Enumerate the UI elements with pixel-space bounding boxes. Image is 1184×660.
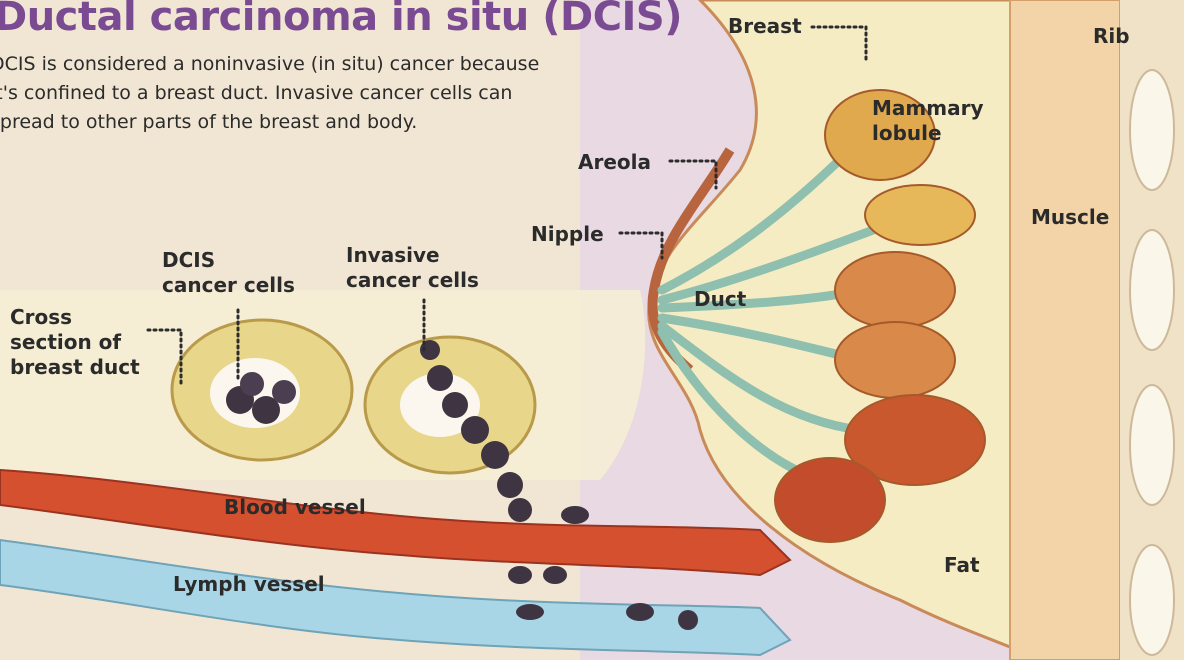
label-areola: Areola	[578, 150, 651, 175]
cancer-cell	[427, 365, 453, 391]
label-lymph-vessel: Lymph vessel	[173, 572, 325, 597]
dcis-duct-cross-section	[172, 320, 352, 460]
label-line: breast duct	[10, 355, 140, 380]
intro-line: DCIS is considered a noninvasive (in sit…	[0, 50, 580, 79]
rib-segment	[1130, 385, 1174, 505]
label-dcis-cells: DCIS cancer cells	[162, 248, 295, 298]
label-rib: Rib	[1093, 24, 1130, 49]
invasive-duct-cross-section	[365, 337, 535, 522]
lobule	[835, 322, 955, 398]
lobule	[775, 458, 885, 542]
intro-text: DCIS is considered a noninvasive (in sit…	[0, 50, 580, 137]
label-line: cancer cells	[346, 268, 479, 293]
cancer-cell	[678, 610, 698, 630]
label-fat: Fat	[944, 553, 980, 578]
label-nipple: Nipple	[531, 222, 604, 247]
label-line: Cross	[10, 305, 140, 330]
cancer-cell	[626, 603, 654, 621]
cancer-cell	[240, 372, 264, 396]
label-line: Invasive	[346, 243, 479, 268]
intro-line: it's confined to a breast duct. Invasive…	[0, 79, 580, 108]
lobule	[835, 252, 955, 328]
cancer-cell	[442, 392, 468, 418]
lobule	[865, 185, 975, 245]
label-cross-section: Cross section of breast duct	[10, 305, 140, 380]
cancer-cell	[481, 441, 509, 469]
label-blood-vessel: Blood vessel	[224, 495, 366, 520]
cancer-cell	[543, 566, 567, 584]
label-invasive-cells: Invasive cancer cells	[346, 243, 479, 293]
label-line: lobule	[872, 121, 983, 146]
muscle-band	[1010, 0, 1120, 660]
label-duct: Duct	[694, 287, 746, 312]
cancer-cell	[508, 498, 532, 522]
label-line: DCIS	[162, 248, 295, 273]
cancer-cell	[508, 566, 532, 584]
cancer-cell	[561, 506, 589, 524]
cancer-cell	[516, 604, 544, 620]
rib-segment	[1130, 70, 1174, 190]
label-line: cancer cells	[162, 273, 295, 298]
cancer-cell	[461, 416, 489, 444]
cancer-cell	[497, 472, 523, 498]
label-muscle: Muscle	[1031, 205, 1109, 230]
page-title: Ductal carcinoma in situ (DCIS)	[0, 0, 682, 40]
label-line: section of	[10, 330, 140, 355]
rib-segment	[1130, 545, 1174, 655]
label-mammary-lobule: Mammary lobule	[872, 96, 983, 146]
label-line: Mammary	[872, 96, 983, 121]
intro-line: spread to other parts of the breast and …	[0, 108, 580, 137]
cancer-cell	[272, 380, 296, 404]
label-breast: Breast	[728, 14, 802, 39]
rib-segment	[1130, 230, 1174, 350]
